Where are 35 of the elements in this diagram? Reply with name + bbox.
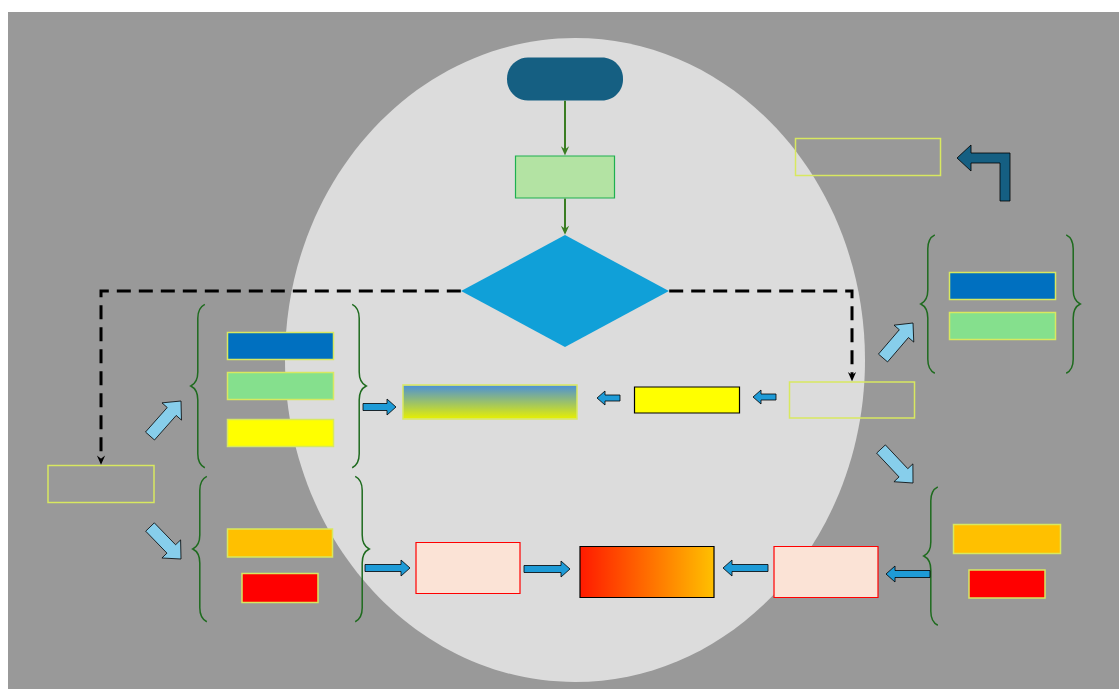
block-arrow [722,559,769,577]
brace-group [192,475,370,623]
brace-group [190,303,367,469]
block-arrow [752,389,777,405]
block-arrow [145,400,182,441]
outlined-box [47,464,155,504]
filled-box [241,572,319,604]
outlined-box [788,381,916,419]
block-arrow [885,565,931,583]
bent-arrow [956,144,1011,202]
filled-box [226,331,335,361]
filled-box [948,271,1057,301]
process-box [773,545,879,599]
block-arrow [523,560,571,578]
process-box [415,541,521,595]
filled-box [968,569,1046,599]
filled-box [633,386,741,414]
gradient-box [579,545,715,599]
block-arrow [145,522,182,560]
process-box [514,155,616,199]
block-arrow [876,444,914,484]
filled-box [226,371,335,401]
filled-box [226,418,335,448]
brace-group [920,234,1081,374]
brace [923,486,939,626]
block-arrow [364,559,411,577]
block-arrow [596,390,621,406]
gradient-box [402,384,578,420]
filled-box [952,523,1062,555]
block-arrow [362,398,397,416]
outlined-box [794,137,942,177]
filled-box [226,528,334,558]
block-arrow [878,322,915,363]
filled-box [948,311,1057,341]
decision-diamond [461,235,669,347]
